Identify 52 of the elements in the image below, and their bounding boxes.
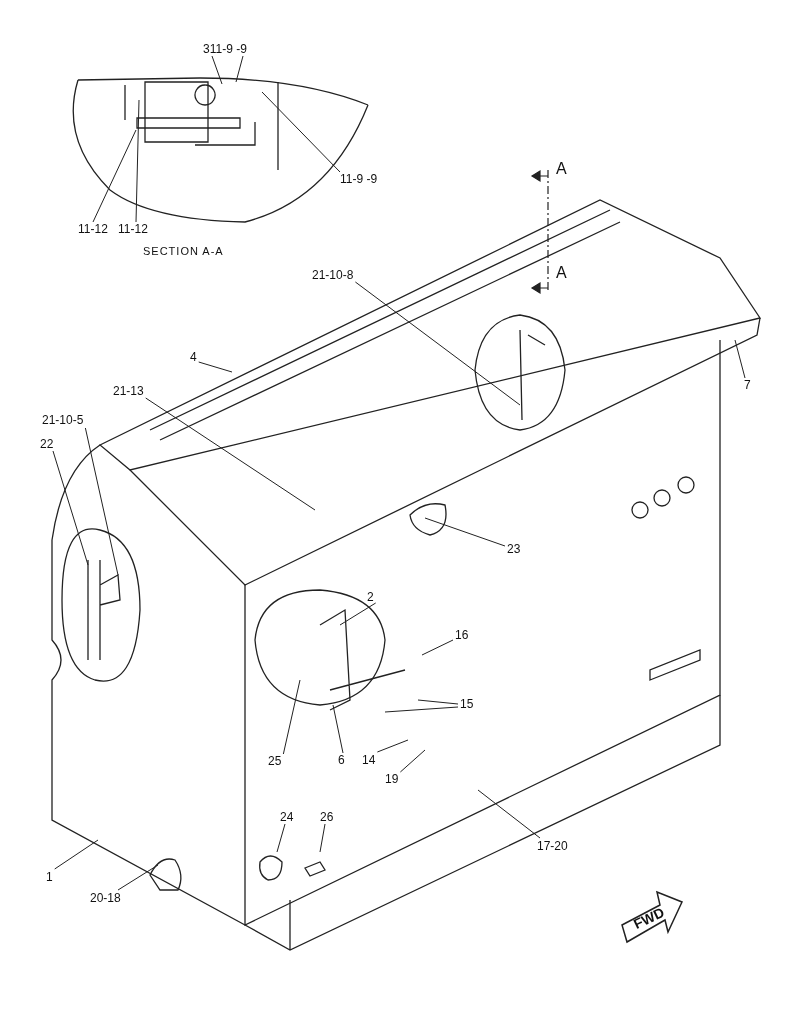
section-title: SECTION A-A <box>143 245 224 258</box>
leader-line <box>354 281 521 406</box>
callout-number: 7 <box>744 378 751 392</box>
callout-number: 11-12 <box>78 222 108 236</box>
callout-number: 21-13 <box>113 384 144 398</box>
leader-line <box>117 864 159 891</box>
callout-number: 6 <box>338 753 345 767</box>
callout-number: 22 <box>40 437 54 451</box>
leader-line <box>92 129 137 223</box>
callout-number: 21-10-5 <box>42 413 84 427</box>
leader-line <box>477 789 541 839</box>
leader-line <box>339 602 377 626</box>
leader-line <box>332 704 344 754</box>
leader-line <box>421 639 454 656</box>
leader-line <box>734 339 746 379</box>
leader-line <box>319 823 326 853</box>
leader-line <box>376 739 409 753</box>
leader-line <box>198 361 233 373</box>
callout-number: 2 <box>367 590 374 604</box>
callout-number: 25 <box>268 754 282 768</box>
callout-number: 21-10-8 <box>312 268 354 282</box>
leader-line <box>84 427 119 576</box>
callout-number: 24 <box>280 810 294 824</box>
section-mark: A <box>556 264 567 282</box>
leader-line <box>135 99 140 223</box>
leader-line <box>417 699 459 705</box>
callout-number: 19 <box>385 772 399 786</box>
leader-line <box>282 679 301 755</box>
leader-line <box>145 397 316 511</box>
leader-line <box>52 450 89 566</box>
callout-number: 1 <box>46 870 53 884</box>
leader-line <box>235 55 244 83</box>
callout-number: 14 <box>362 753 376 767</box>
section-mark: A <box>556 160 567 178</box>
callout-number: 26 <box>320 810 334 824</box>
callout-number: 20-18 <box>90 891 121 905</box>
leader-line <box>384 706 459 713</box>
leader-line <box>211 55 223 85</box>
callout-number: 15 <box>460 697 474 711</box>
leader-line <box>424 517 506 547</box>
callout-number: 17-20 <box>537 839 568 853</box>
direction-label: FWD <box>631 904 667 932</box>
callout-number: 11-9 -9 <box>340 172 378 186</box>
leader-line <box>54 839 99 870</box>
leader-line <box>399 749 426 773</box>
callout-number: 4 <box>190 350 197 364</box>
callout-number: 311-9 -9 <box>203 42 247 56</box>
callout-number: 11-12 <box>118 222 148 236</box>
callout-number: 23 <box>507 542 521 556</box>
leader-line <box>261 91 341 173</box>
callout-number: 16 <box>455 628 469 642</box>
leader-line <box>276 823 286 853</box>
